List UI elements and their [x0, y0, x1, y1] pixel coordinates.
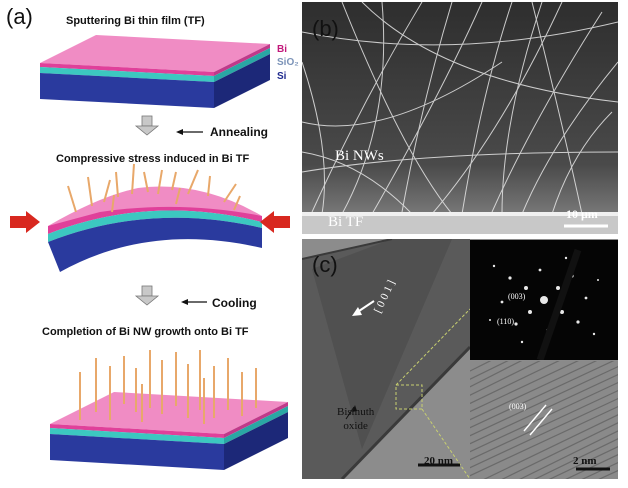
panel-b-label: (b): [312, 16, 339, 41]
scale-bar-inset-label: 2 nm: [573, 455, 597, 467]
step2-title: Compressive stress induced in Bi TF: [56, 153, 250, 165]
bi-nws-label: Bi NWs: [335, 148, 384, 164]
bi-tf-label: Bi TF: [328, 214, 364, 230]
step2-stack: [48, 186, 262, 272]
zoom-box: [395, 384, 423, 410]
oxide-label-line1: Bismuth: [337, 406, 375, 418]
bismuth-oxide-label: Bismuth oxide: [337, 405, 374, 433]
step3-stack: [50, 392, 288, 470]
lattice-fringes: [470, 361, 618, 479]
layer-label-si: Si: [277, 71, 287, 82]
panel-c-label: (c): [312, 252, 338, 277]
hrtem-inset: [470, 361, 618, 479]
layer-label-bi: Bi: [277, 44, 287, 55]
oxide-label-line2: oxide: [343, 420, 368, 432]
down-arrow-1: [134, 115, 160, 136]
compression-arrow-right: [260, 211, 290, 233]
saed-index-110: (110): [497, 317, 515, 326]
layer-label-sio2: SiO₂: [277, 57, 299, 68]
compression-arrow-left: [10, 211, 40, 233]
step1-stack: [40, 35, 270, 108]
step1-title: Sputtering Bi thin film (TF): [66, 15, 205, 27]
scale-bar-c-label: 20 nm: [424, 455, 454, 467]
hrtem-index-003: (003): [509, 402, 527, 411]
down-arrow-2: [134, 285, 160, 306]
sem-image-b: [302, 2, 618, 234]
step3-title: Completion of Bi NW growth onto Bi TF: [42, 326, 249, 338]
zoom-line-top: [395, 308, 471, 386]
nanowire-sem-texture: [302, 2, 618, 234]
saed-inset: [470, 240, 618, 360]
cooling-label: Cooling: [212, 296, 257, 310]
panel-a-label: (a): [6, 4, 33, 29]
step2-nanowires: [67, 163, 241, 213]
saed-index-003: (003): [508, 292, 526, 301]
saed-pattern: [470, 240, 618, 360]
step3-nanowires: [79, 350, 257, 424]
annealing-label: Annealing: [210, 125, 269, 139]
zoom-line-bottom: [421, 408, 471, 479]
scale-bar-b-label: 10 μm: [566, 207, 598, 221]
